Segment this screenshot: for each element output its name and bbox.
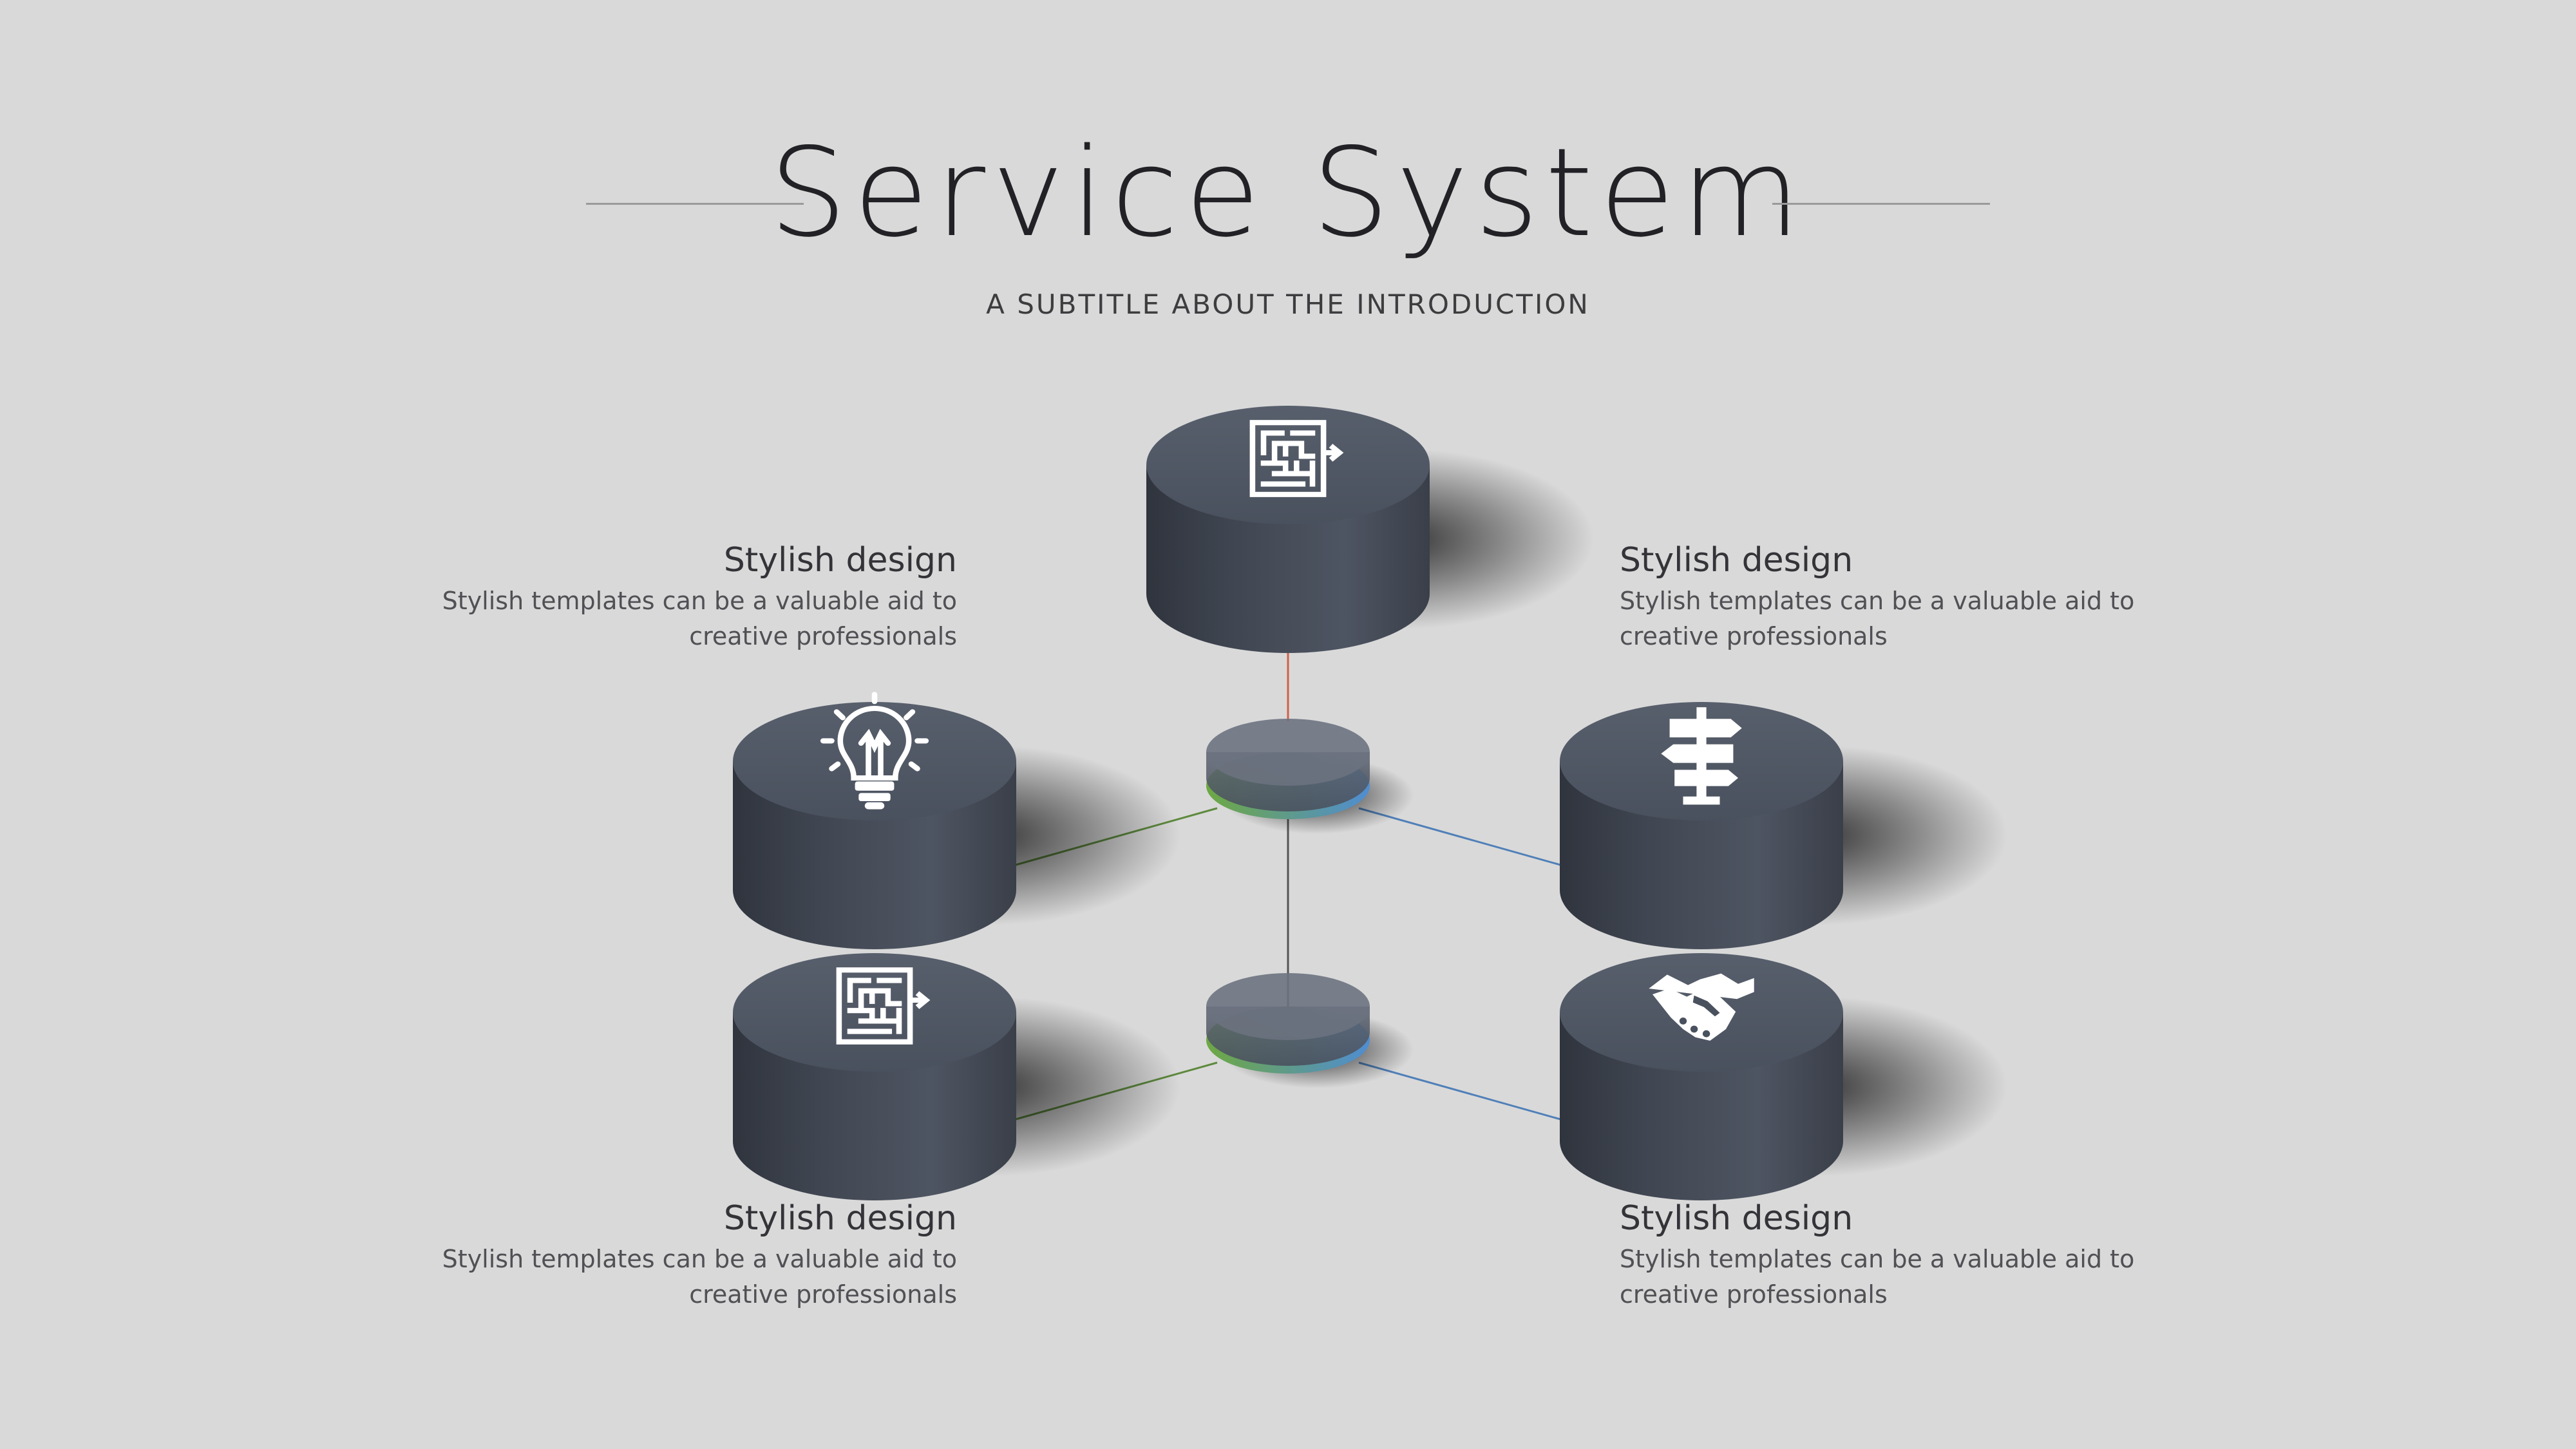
signpost-icon — [1661, 707, 1742, 805]
item-top-right: Stylish design Stylish templates can be … — [1620, 538, 2199, 653]
node-right-upper — [1560, 702, 2007, 949]
maze-icon — [836, 967, 931, 1045]
node-top — [733, 702, 1016, 820]
item-bottom-right: Stylish design Stylish templates can be … — [1620, 1197, 2199, 1311]
item-body-line2: creative professionals — [689, 1280, 957, 1309]
item-body-line2: creative professionals — [1620, 1280, 1888, 1309]
item-body-line1: Stylish templates can be a valuable aid … — [1620, 1245, 2135, 1273]
lightbulb-icon — [820, 692, 929, 810]
item-body-line2: creative professionals — [689, 622, 957, 650]
page-title: Service System — [769, 122, 1807, 264]
item-body-line1: Stylish templates can be a valuable aid … — [442, 587, 957, 615]
hub-lower — [1206, 973, 1414, 1088]
item-bottom-left: Stylish design Stylish templates can be … — [377, 1197, 957, 1311]
item-heading: Stylish design — [723, 541, 957, 580]
item-heading: Stylish design — [723, 1199, 957, 1238]
node-left-upper — [733, 692, 1180, 949]
item-heading: Stylish design — [1620, 541, 1853, 580]
item-body-line2: creative professionals — [1620, 622, 1888, 650]
hub-upper — [1206, 719, 1414, 834]
title-rule-left — [586, 203, 804, 205]
handshake-icon — [1649, 973, 1754, 1041]
node-top — [1146, 406, 1594, 653]
node-right-lower — [1560, 953, 2007, 1200]
item-top-left: Stylish design Stylish templates can be … — [377, 538, 957, 653]
node-left-lower — [733, 953, 1180, 1200]
item-body-line1: Stylish templates can be a valuable aid … — [1620, 587, 2135, 615]
page-subtitle: A SUBTITLE ABOUT THE INTRODUCTION — [986, 289, 1590, 320]
title-rule-right — [1772, 203, 1990, 205]
item-heading: Stylish design — [1620, 1199, 1853, 1238]
maze-icon — [1249, 420, 1344, 497]
item-body-line1: Stylish templates can be a valuable aid … — [442, 1245, 957, 1273]
